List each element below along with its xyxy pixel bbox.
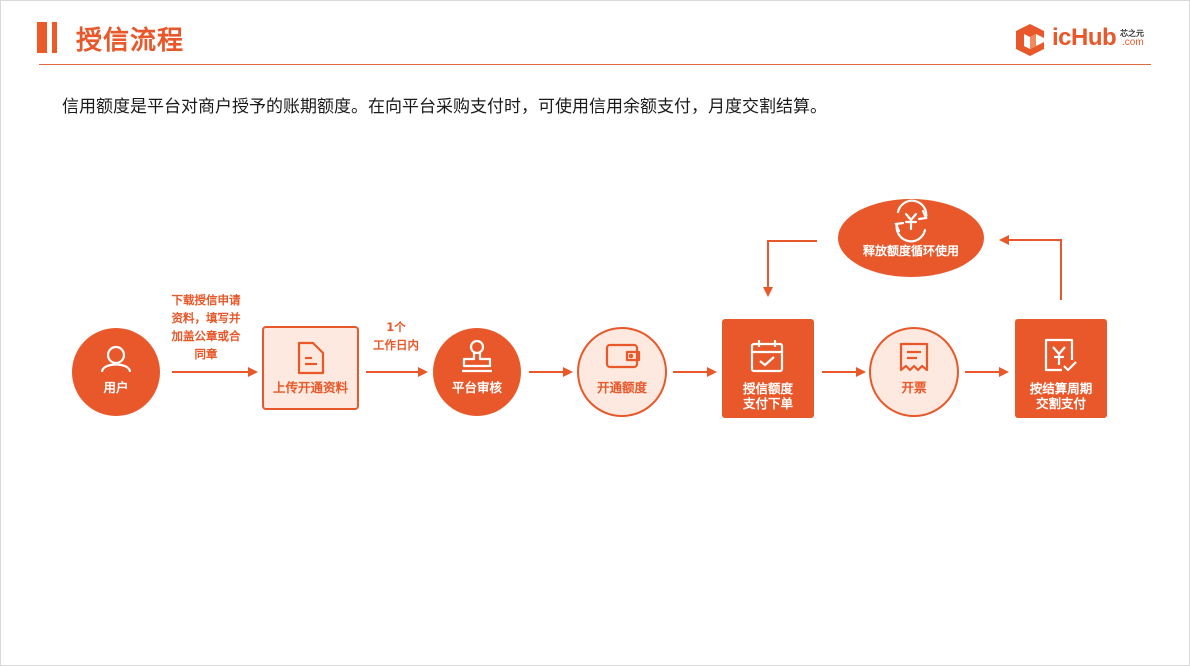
note-docs-line: 加盖公章或合 [171, 329, 241, 343]
node-order [722, 319, 814, 418]
logo-sub: .com [1122, 37, 1144, 48]
yuan-check-icon [1044, 338, 1077, 372]
node-order-label-2: 支付下单 [742, 396, 793, 411]
node-open-label: 开通额度 [596, 380, 647, 395]
note-docs-line: 下载授信申请 [171, 293, 241, 307]
node-upload [262, 326, 359, 410]
note-time-line: 1个 [386, 320, 406, 334]
node-user-label: 用户 [103, 380, 129, 395]
note-docs-line: 同章 [194, 347, 218, 361]
node-invoice-label: 开票 [901, 380, 927, 395]
note-docs: 下载授信申请 资料，填写并 加盖公章或合 同章 [158, 291, 254, 363]
note-docs-line: 资料，填写并 [171, 311, 241, 325]
wallet-icon [605, 343, 641, 369]
node-review-label: 平台审核 [451, 380, 502, 395]
node-settle [1015, 319, 1107, 418]
yuan-cycle-icon [894, 199, 928, 243]
node-release [838, 199, 984, 277]
ichub-logo-icon [1016, 24, 1044, 56]
logo-sup: 芯之元 [1120, 29, 1144, 38]
node-user [72, 328, 160, 416]
accent-bar-thin [52, 22, 57, 53]
node-release-label: 释放额度循环使用 [862, 244, 959, 258]
calendar-check-icon [750, 340, 784, 373]
node-settle-label-2: 交割支付 [1035, 396, 1086, 411]
note-time-line: 工作日内 [373, 338, 419, 352]
arrow-release-order [763, 240, 817, 297]
header-divider [39, 64, 1151, 65]
node-open [577, 327, 667, 417]
arrow-settle-release [999, 235, 1062, 300]
accent-bar [37, 22, 47, 53]
user-icon [100, 345, 132, 373]
stamp-icon [462, 339, 492, 373]
ichub-logo: icHub 芯之元 .com [1014, 20, 1154, 60]
intro-text: 信用额度是平台对商户授予的账期额度。在向平台采购支付时，可使用信用余额支付，月度… [62, 97, 827, 117]
logo-text: icHub [1052, 24, 1117, 51]
receipt-icon [899, 342, 929, 372]
page-title: 授信流程 [76, 26, 185, 56]
node-invoice [869, 327, 959, 417]
note-time: 1个 工作日内 [356, 318, 436, 354]
node-order-label-1: 授信额度 [742, 381, 793, 396]
node-upload-label: 上传开通资料 [272, 380, 348, 395]
document-icon [297, 341, 325, 375]
connectors [172, 235, 1062, 377]
node-settle-label-1: 按结算周期 [1029, 381, 1093, 396]
